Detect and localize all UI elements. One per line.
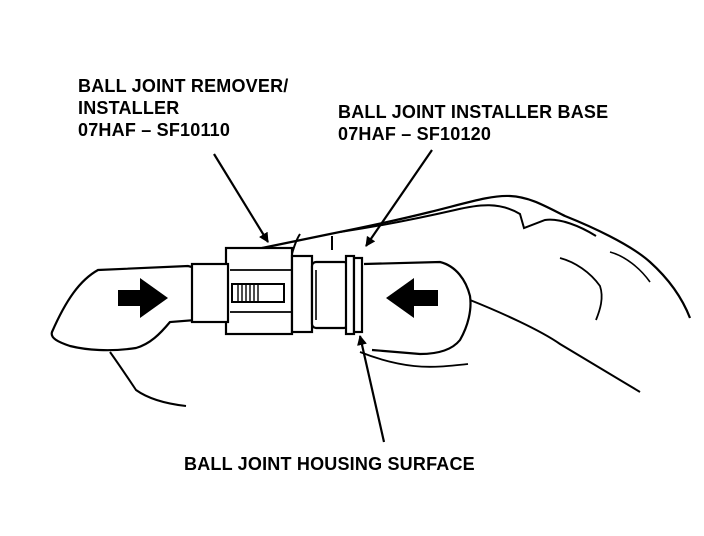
label-remover-part-number: 07HAF – SF10110 [78,120,231,140]
label-ball-joint-remover: BALL JOINT REMOVER/ INSTALLER 07HAF – SF… [78,75,288,141]
push-arrow-left-icon [386,278,438,318]
ball-joint-body [310,260,350,330]
knuckle-outline-lower [359,351,469,368]
vise-right-jaw [363,260,472,356]
knuckle-rib [559,257,603,321]
installer-base-ring-2 [352,256,364,334]
label-base-part-number: 07HAF – SF10120 [338,124,492,144]
knuckle-upper-arm [261,194,692,319]
leader-remover [213,153,269,243]
installer-base-ring-1 [344,254,356,336]
label-remover-line2: INSTALLER [78,98,180,118]
label-ball-joint-housing-surface: BALL JOINT HOUSING SURFACE [184,453,475,475]
leader-installer-base [365,149,433,247]
label-remover-line1: BALL JOINT REMOVER/ [78,76,289,96]
ball-joint-housing [290,254,314,334]
remover-cup-step [190,262,230,324]
leader-housing-surface [357,335,386,443]
label-housing-line1: BALL JOINT HOUSING SURFACE [184,454,475,474]
label-ball-joint-installer-base: BALL JOINT INSTALLER BASE 07HAF – SF1012… [338,101,608,145]
push-arrow-right-icon [118,278,168,318]
vise-left-jaw [50,264,198,352]
ball-stud-threads [237,284,259,302]
knuckle-upper-arm-inner [331,204,597,250]
label-base-line1: BALL JOINT INSTALLER BASE [338,102,609,122]
knuckle-rib-2 [609,251,651,283]
